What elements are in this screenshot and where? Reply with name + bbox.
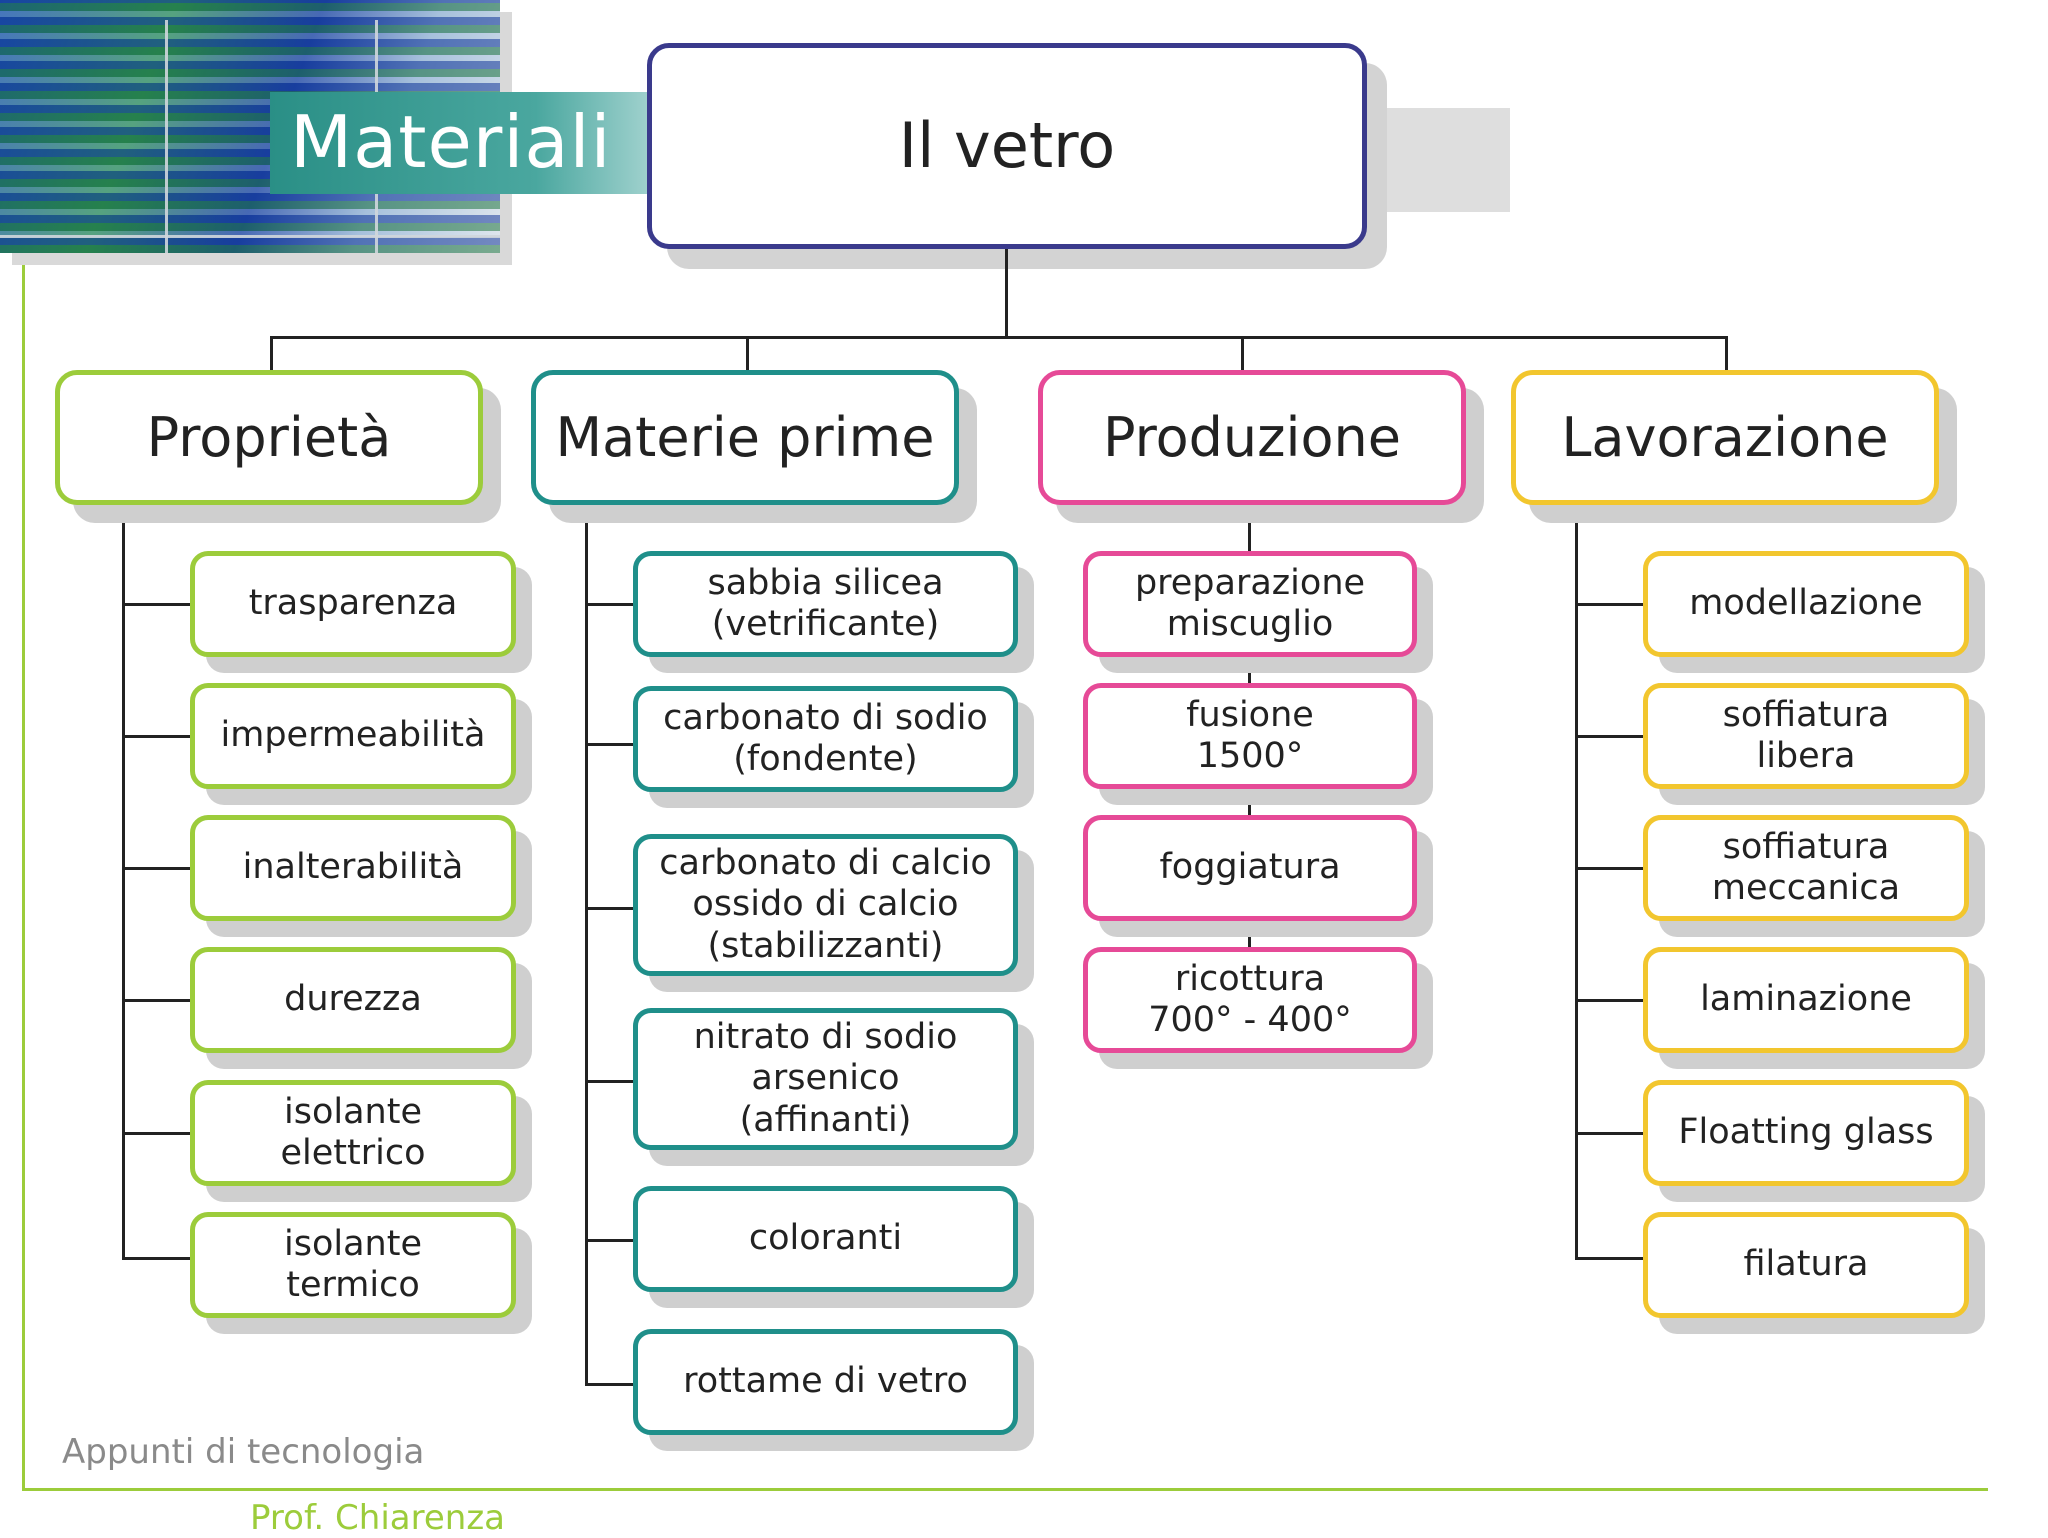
item-label: soffiatura meccanica <box>1711 826 1901 908</box>
item-box: filatura <box>1643 1212 1969 1318</box>
connector <box>1575 603 1643 606</box>
connector <box>1575 1257 1643 1260</box>
item-box: trasparenza <box>190 551 516 657</box>
header-shade <box>1350 108 1510 212</box>
category-title: Materie prime <box>555 405 935 469</box>
item-box: carbonato di sodio (fondente) <box>633 686 1018 792</box>
footer-subject: Appunti di tecnologia <box>62 1432 425 1472</box>
category-lavorazione: Lavorazione <box>1511 370 1939 505</box>
connector <box>746 336 749 371</box>
connector <box>122 999 190 1002</box>
item-box: isolante elettrico <box>190 1080 516 1186</box>
connector <box>1575 735 1643 738</box>
left-rule <box>22 265 25 1491</box>
item-label: preparazione miscuglio <box>1134 562 1366 644</box>
item-label: modellazione <box>1689 583 1923 624</box>
item-box: nitrato di sodio arsenico (affinanti) <box>633 1008 1018 1150</box>
item-label: durezza <box>284 979 422 1020</box>
connector <box>122 867 190 870</box>
item-label: isolante elettrico <box>280 1091 426 1173</box>
connector <box>1575 867 1643 870</box>
category-materie-prime: Materie prime <box>531 370 959 505</box>
item-label: rottame di vetro <box>683 1361 968 1402</box>
section-label: Materiali <box>290 100 612 184</box>
item-box: Floatting glass <box>1643 1080 1969 1186</box>
connector <box>585 907 633 910</box>
item-label: Floatting glass <box>1678 1112 1934 1153</box>
item-label: sabbia silicea (vetrificante) <box>707 562 944 644</box>
category-title: Lavorazione <box>1561 405 1889 469</box>
connector <box>270 336 1728 339</box>
category-produzione: Produzione <box>1038 370 1466 505</box>
photo-frame-line <box>0 235 500 238</box>
connector <box>1241 336 1244 371</box>
item-label: laminazione <box>1700 979 1912 1020</box>
connector <box>585 743 633 746</box>
item-box: preparazione miscuglio <box>1083 551 1417 657</box>
item-box: carbonato di calcio ossido di calcio (st… <box>633 834 1018 976</box>
connector <box>1575 503 1578 1259</box>
bottom-rule <box>22 1488 1988 1491</box>
item-box: coloranti <box>633 1186 1018 1292</box>
connector <box>585 1239 633 1242</box>
footer-author: Prof. Chiarenza <box>250 1498 505 1538</box>
item-label: carbonato di calcio ossido di calcio (st… <box>659 843 992 966</box>
item-box: soffiatura libera <box>1643 683 1969 789</box>
connector <box>122 503 125 1259</box>
item-box: modellazione <box>1643 551 1969 657</box>
category-proprieta: Proprietà <box>55 370 483 505</box>
category-title: Produzione <box>1102 405 1401 469</box>
item-box: fusione 1500° <box>1083 683 1417 789</box>
item-label: inalterabilità <box>242 847 464 888</box>
connector <box>585 1080 633 1083</box>
item-label: isolante termico <box>284 1223 422 1305</box>
item-label: soffiatura libera <box>1722 694 1890 776</box>
connector <box>122 735 190 738</box>
item-label: foggiatura <box>1159 847 1341 888</box>
connector <box>1575 1132 1643 1135</box>
item-box: inalterabilità <box>190 815 516 921</box>
item-label: carbonato di sodio (fondente) <box>663 697 988 779</box>
connector <box>1005 249 1008 337</box>
item-label: fusione 1500° <box>1186 694 1314 776</box>
item-label: nitrato di sodio arsenico (affinanti) <box>693 1017 958 1140</box>
connector <box>122 603 190 606</box>
item-box: impermeabilità <box>190 683 516 789</box>
item-box: laminazione <box>1643 947 1969 1053</box>
item-label: coloranti <box>748 1218 903 1259</box>
item-box: durezza <box>190 947 516 1053</box>
connector <box>122 1132 190 1135</box>
item-box: isolante termico <box>190 1212 516 1318</box>
photo-frame-line <box>165 20 168 253</box>
item-box: ricottura 700° - 400° <box>1083 947 1417 1053</box>
connector <box>1725 336 1728 371</box>
connector <box>585 503 588 1386</box>
item-box: sabbia silicea (vetrificante) <box>633 551 1018 657</box>
item-box: rottame di vetro <box>633 1329 1018 1435</box>
item-box: soffiatura meccanica <box>1643 815 1969 921</box>
root-node: Il vetro <box>647 43 1367 249</box>
connector <box>585 1383 633 1386</box>
section-band <box>270 92 650 194</box>
item-label: filatura <box>1743 1244 1869 1285</box>
connector <box>1575 999 1643 1002</box>
connector <box>122 1257 190 1260</box>
root-title: Il vetro <box>898 109 1116 183</box>
item-label: trasparenza <box>248 583 458 624</box>
item-label: impermeabilità <box>220 715 486 756</box>
item-label: ricottura 700° - 400° <box>1148 958 1352 1040</box>
connector <box>270 336 273 371</box>
item-box: foggiatura <box>1083 815 1417 921</box>
category-title: Proprietà <box>146 405 392 469</box>
connector <box>585 603 633 606</box>
